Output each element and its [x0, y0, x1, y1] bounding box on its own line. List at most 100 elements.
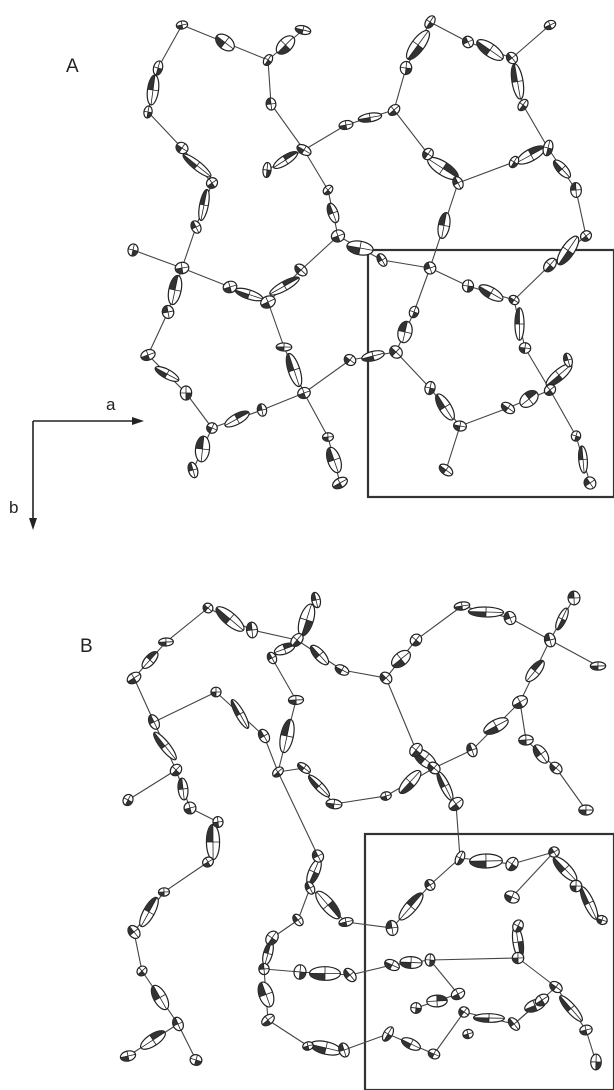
thermal-ellipsoid: [555, 607, 569, 631]
thermal-ellipsoid: [262, 53, 274, 67]
thermal-ellipsoid: [438, 463, 454, 477]
bond-line: [181, 226, 197, 269]
thermal-ellipsoid: [435, 393, 455, 421]
thermal-ellipsoid: [285, 352, 303, 388]
bond-line: [433, 749, 473, 769]
bond-line: [267, 1019, 309, 1047]
thermal-ellipsoid: [542, 139, 554, 157]
thermal-ellipsoid: [321, 432, 335, 442]
thermal-ellipsoid: [427, 1048, 441, 1060]
thermal-ellipsoid: [293, 964, 307, 980]
thermal-ellipsoid: [177, 777, 189, 801]
thermal-ellipsoid: [141, 650, 159, 670]
thermal-ellipsoid: [343, 967, 357, 983]
thermal-ellipsoid: [512, 919, 524, 933]
thermal-ellipsoid: [272, 150, 299, 170]
thermal-ellipsoid: [265, 930, 279, 946]
unit-cell-a: [366, 248, 614, 499]
thermal-ellipsoid: [579, 230, 593, 242]
thermal-ellipsoid: [505, 51, 519, 65]
bond-line: [549, 389, 577, 437]
bond-line: [163, 861, 209, 893]
thermal-ellipsoid: [426, 994, 448, 1008]
thermal-ellipsoid: [389, 345, 403, 359]
thermal-ellipsoid: [343, 353, 357, 367]
bond-line: [267, 301, 285, 348]
thermal-ellipsoid: [215, 33, 235, 52]
thermal-ellipsoid: [410, 1002, 422, 1014]
thermal-ellipsoid: [483, 717, 509, 735]
thermal-ellipsoid: [315, 890, 341, 920]
thermal-ellipsoid: [466, 742, 478, 758]
thermal-ellipsoid: [556, 235, 580, 266]
thermal-ellipsoid: [525, 659, 545, 683]
thermal-ellipsoid: [549, 980, 563, 994]
thermal-ellipsoid: [309, 1040, 343, 1056]
thermal-ellipsoid: [453, 601, 471, 611]
thermal-ellipsoid: [257, 728, 271, 744]
thermal-ellipsoid: [399, 955, 423, 970]
thermal-ellipsoid: [427, 761, 441, 775]
thermal-ellipsoid: [390, 649, 412, 669]
thermal-ellipsoid: [452, 176, 464, 190]
thermal-ellipsoid: [265, 97, 277, 111]
thermal-ellipsoid: [294, 263, 308, 277]
thermal-ellipsoid: [127, 924, 141, 940]
thermal-ellipsoid: [290, 632, 304, 648]
thermal-ellipsoid: [461, 35, 475, 49]
bond-line: [429, 959, 459, 995]
bond-line: [455, 803, 461, 859]
thermal-ellipsoid: [325, 446, 343, 474]
thermal-ellipsoid: [206, 422, 218, 434]
thermal-ellipsoid: [583, 476, 597, 490]
thermal-ellipsoid: [330, 229, 346, 243]
thermal-ellipsoid: [462, 1028, 474, 1040]
thermal-ellipsoid: [510, 63, 525, 100]
thermal-ellipsoid: [143, 105, 153, 119]
thermal-ellipsoid: [562, 352, 574, 368]
thermal-ellipsoid: [154, 365, 180, 383]
thermal-ellipsoid: [450, 987, 466, 1001]
thermal-ellipsoid: [172, 1016, 184, 1032]
thermal-ellipsoid: [467, 606, 505, 618]
thermal-ellipsoid: [517, 98, 529, 112]
thermal-ellipsoid: [260, 295, 276, 309]
bond-line: [429, 21, 469, 43]
thermal-ellipsoid: [297, 603, 316, 637]
thermal-ellipsoid: [380, 791, 392, 801]
thermal-ellipsoid: [152, 60, 164, 76]
bond-line: [333, 795, 387, 805]
thermal-ellipsoid: [182, 153, 212, 178]
bond-line: [511, 851, 555, 865]
thermal-ellipsoid: [153, 731, 177, 761]
bond-line: [549, 639, 599, 667]
b-axis-arrowhead: [29, 518, 37, 530]
thermal-ellipsoid: [398, 769, 422, 795]
thermal-ellipsoid: [272, 766, 284, 778]
bond-line: [127, 769, 177, 801]
thermal-ellipsoid: [361, 350, 385, 362]
bond-line: [297, 887, 311, 921]
thermal-ellipsoid: [552, 159, 572, 179]
thermal-ellipsoid: [543, 19, 557, 31]
bond-line: [445, 425, 461, 471]
bond-line: [381, 259, 431, 269]
thermal-ellipsoid: [198, 188, 210, 222]
bond-line: [271, 657, 297, 701]
thermal-ellipsoid: [578, 804, 594, 816]
thermal-ellipsoid: [508, 294, 520, 306]
thermal-ellipsoid: [478, 284, 504, 302]
thermal-ellipsoid: [589, 661, 607, 671]
thermal-ellipsoid: [175, 141, 189, 155]
thermal-ellipsoid: [230, 699, 250, 729]
thermal-ellipsoid: [183, 801, 197, 815]
thermal-ellipsoid: [332, 476, 348, 490]
bond-line: [555, 767, 587, 811]
thermal-ellipsoid: [548, 846, 560, 858]
thermal-ellipsoid: [122, 793, 134, 807]
bond-line: [132, 249, 183, 269]
thermal-ellipsoid: [409, 742, 423, 758]
thermal-ellipsoid: [167, 274, 183, 306]
thermal-ellipsoid: [507, 1017, 521, 1031]
thermal-ellipsoid: [399, 60, 413, 76]
